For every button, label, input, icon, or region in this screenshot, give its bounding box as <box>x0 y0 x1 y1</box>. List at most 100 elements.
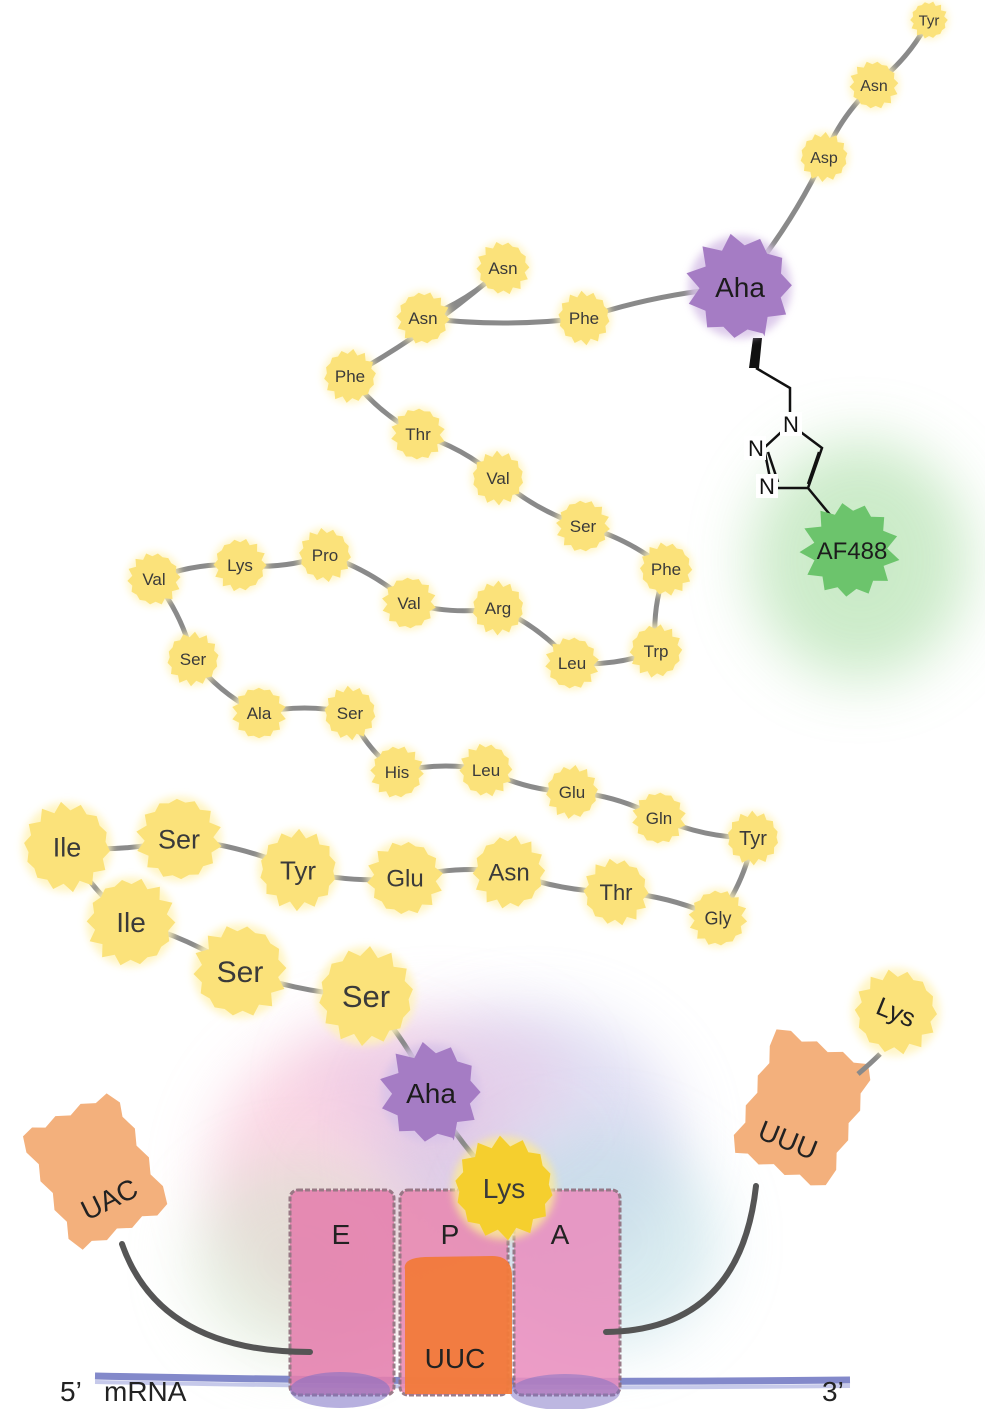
residue-label: Trp <box>644 642 669 661</box>
amino-acid-residue: Ile <box>86 877 176 967</box>
residue-label: Thr <box>600 880 633 905</box>
residue-label: Lys <box>227 556 253 575</box>
amino-acid-residue: Leu <box>459 743 513 797</box>
amino-acid-residue: Ser <box>166 631 220 687</box>
amino-acid-residue: Phe <box>557 290 611 346</box>
peptide-residues: TyrAsnAspAhaPheAsnAsnPheThrValSerPheTrpL… <box>22 0 949 1241</box>
af488-fluorophore: AF488 <box>799 503 900 597</box>
amino-acid-residue: Asn <box>472 835 546 909</box>
residue-label: Arg <box>485 599 511 618</box>
p-site-trna: UUC <box>404 1256 512 1394</box>
residue-label: Gly <box>705 908 732 928</box>
residue-label: Ser <box>570 517 597 536</box>
trna-right-lys: Lys <box>852 968 940 1056</box>
residue-label: Ala <box>247 704 272 723</box>
residue-label: Leu <box>558 654 586 673</box>
triazole-n2: N <box>748 436 764 461</box>
amino-acid-residue: Tyr <box>909 0 949 40</box>
trna-right-linker <box>856 1052 882 1076</box>
residue-label: Gln <box>646 809 672 828</box>
residue-label: Phe <box>651 560 681 579</box>
mrna-five-prime: 5’ <box>60 1376 82 1407</box>
a-site-label: A <box>551 1219 570 1250</box>
triazole-linker: N N N <box>744 338 837 523</box>
amino-acid-residue: Phe <box>323 349 377 403</box>
amino-acid-residue: Ile <box>22 801 112 893</box>
amino-acid-residue: His <box>370 745 424 799</box>
amino-acid-residue: Leu <box>545 636 599 690</box>
residue-label: Leu <box>472 761 500 780</box>
residue-label: His <box>385 763 410 782</box>
residue-label: Tyr <box>280 855 316 885</box>
residue-label: Phe <box>569 309 599 328</box>
amino-acid-residue: Glu <box>366 839 444 917</box>
triazole-n3: N <box>759 474 775 499</box>
residue-label: Aha <box>715 272 765 303</box>
residue-label: Thr <box>405 425 431 444</box>
residue-label: Pro <box>312 546 338 565</box>
residue-label: Glu <box>559 783 585 802</box>
residue-label: Glu <box>386 866 423 893</box>
residue-label: Val <box>142 570 165 589</box>
trna-arcs <box>119 1183 759 1355</box>
amino-acid-residue: Ser <box>136 796 222 882</box>
residue-label: Ser <box>217 956 264 989</box>
aha-residue: Aha <box>686 233 792 339</box>
amino-acid-residue: Ser <box>323 685 377 741</box>
amino-acid-residue: Ser <box>316 946 416 1046</box>
trna-left: UAC <box>23 1093 168 1250</box>
residue-label: Tyr <box>919 12 940 29</box>
residue-label: Asp <box>810 150 838 167</box>
amino-acid-residue: Ser <box>192 923 288 1019</box>
amino-acid-residue: Val <box>471 450 525 506</box>
triazole-n1: N <box>783 412 799 437</box>
residue-label: Asn <box>488 259 517 278</box>
a-site <box>512 1188 622 1397</box>
residue-label: Aha <box>406 1078 456 1109</box>
amino-acid-residue: Glu <box>545 765 599 819</box>
trna-right: UUU <box>733 1029 871 1186</box>
amino-acid-residue: Pro <box>298 528 352 582</box>
mrna-label: mRNA <box>104 1376 187 1407</box>
residue-label: Ser <box>342 979 390 1014</box>
residue-label: Ile <box>116 907 146 938</box>
amino-acid-residue: Val <box>127 552 181 606</box>
e-site-label: E <box>332 1219 351 1250</box>
amino-acid-residue: Phe <box>639 542 693 596</box>
amino-acid-residue: Thr <box>391 407 445 461</box>
amino-acid-residue: Asn <box>476 241 530 295</box>
amino-acid-residue: Asp <box>799 132 849 182</box>
amino-acid-residue: Ala <box>232 686 286 740</box>
amino-acid-residue: Val <box>382 576 436 630</box>
p-site-lys-residue: Lys <box>452 1135 556 1241</box>
p-site-label: P <box>441 1219 460 1250</box>
residue-label: Ser <box>337 704 364 723</box>
residue-label: Ser <box>158 825 200 855</box>
amino-acid-residue: Gln <box>632 791 686 845</box>
amino-acid-residue: Asn <box>849 60 899 110</box>
residue-label: Phe <box>335 367 365 386</box>
residue-label: Ile <box>53 833 82 863</box>
amino-acid-residue: Tyr <box>257 828 339 912</box>
amino-acid-residue: Lys <box>213 538 267 592</box>
residue-label: Asn <box>408 309 437 328</box>
amino-acid-residue: Tyr <box>726 810 780 866</box>
residue-label: Val <box>397 594 420 613</box>
residue-label: Val <box>486 469 509 488</box>
amino-acid-residue: Arg <box>471 580 525 636</box>
residue-label: Asn <box>860 78 888 95</box>
aha-residue: Aha <box>380 1042 481 1143</box>
af488-label: AF488 <box>817 538 888 565</box>
amino-acid-residue: Trp <box>629 624 683 678</box>
p-site-codon: UUC <box>425 1343 486 1374</box>
amino-acid-residue: Gly <box>688 888 748 948</box>
residue-label: Lys <box>483 1173 526 1204</box>
amino-acid-residue: Ser <box>556 499 610 553</box>
amino-acid-residue: Thr <box>582 858 650 926</box>
amino-acid-residue: Asn <box>396 291 450 345</box>
residue-label: Asn <box>488 860 529 887</box>
residue-label: Ser <box>180 650 207 669</box>
mrna-three-prime: 3’ <box>822 1376 844 1407</box>
residue-label: Tyr <box>739 828 767 850</box>
